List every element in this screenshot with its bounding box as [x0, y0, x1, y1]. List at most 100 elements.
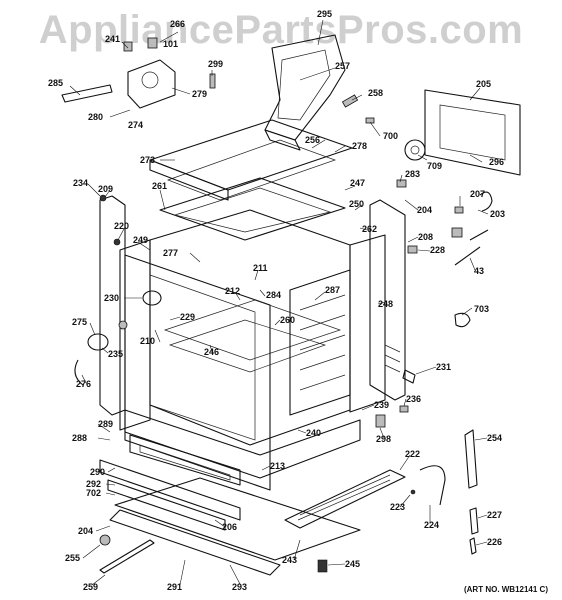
label-283: 283: [405, 169, 420, 179]
bracket-254: [464, 429, 478, 489]
label-211: 211: [253, 263, 268, 273]
label-239: 239: [374, 400, 389, 410]
art-number: (ART NO. WB12141 C): [463, 585, 548, 594]
oven-rack-inner: [168, 319, 327, 373]
label-235: 235: [108, 349, 123, 359]
label-296: 296: [489, 157, 504, 167]
label-703: 703: [474, 304, 489, 314]
label-228: 228: [430, 245, 445, 255]
oven-cabinet: [99, 119, 386, 576]
label-204-bottom: 204: [78, 526, 93, 536]
knob-709: [404, 139, 426, 161]
label-700: 700: [383, 131, 398, 141]
label-226: 226: [487, 537, 502, 547]
label-299: 299: [208, 59, 223, 69]
part-labels: 295 266 241 101 257 299 285 279 258 205 …: [48, 9, 505, 592]
broiler-frame: [124, 409, 361, 479]
oven-cavity: [149, 209, 351, 446]
leader-lines: [69, 19, 489, 586]
label-284: 284: [266, 290, 281, 300]
label-258: 258: [368, 88, 383, 98]
label-224: 224: [424, 520, 439, 530]
label-279: 279: [192, 89, 207, 99]
label-203: 203: [490, 209, 505, 219]
label-266: 266: [170, 19, 185, 29]
label-248: 248: [378, 299, 393, 309]
valve-assembly-279: [127, 59, 176, 109]
label-236: 236: [406, 394, 421, 404]
label-702: 702: [86, 488, 101, 498]
top-panel-inner: [166, 139, 337, 201]
label-43: 43: [474, 266, 484, 276]
back-guard-panel: [424, 89, 521, 176]
label-274: 274: [128, 120, 143, 130]
igniter-parts: [341, 94, 493, 328]
insulation-panel: [289, 269, 351, 416]
light-socket-230: [142, 290, 162, 306]
label-260: 260: [280, 315, 295, 325]
label-291: 291: [167, 582, 182, 592]
spring-227: [469, 507, 479, 535]
bracket-285: [61, 84, 113, 103]
label-254: 254: [487, 433, 502, 443]
label-101: 101: [163, 39, 178, 49]
label-709: 709: [427, 161, 442, 171]
front-frame-opening: [149, 274, 256, 441]
label-240: 240: [306, 428, 321, 438]
label-277: 277: [163, 248, 178, 258]
burner-box-top: [159, 177, 346, 241]
label-208: 208: [418, 232, 433, 242]
label-288: 288: [72, 433, 87, 443]
label-250: 250: [349, 199, 364, 209]
right-rail-248: [369, 199, 406, 401]
watermark: AppliancePartsPros.com: [38, 8, 524, 52]
bottom-hardware: [99, 405, 479, 574]
left-rail: [99, 194, 126, 416]
drawer-rail-lower: [107, 479, 226, 531]
top-left-valves: [61, 37, 216, 109]
label-275: 275: [72, 317, 87, 327]
drawer-rail: [99, 459, 241, 521]
label-231: 231: [436, 362, 451, 372]
label-241: 241: [105, 34, 120, 44]
front-frame-outer: [124, 254, 271, 491]
label-222: 222: [405, 449, 420, 459]
left-rail-234: [99, 195, 126, 416]
label-220: 220: [114, 221, 129, 231]
label-295: 295: [317, 9, 332, 19]
label-273: 273: [140, 155, 155, 165]
bracket-703: [454, 312, 471, 328]
label-290: 290: [90, 467, 105, 477]
label-210: 210: [140, 336, 155, 346]
burner-243: [284, 469, 406, 529]
kick-plate: [109, 509, 281, 576]
label-278: 278: [352, 141, 367, 151]
label-245: 245: [345, 559, 360, 569]
bracket-224: [419, 465, 446, 506]
label-212: 212: [225, 286, 240, 296]
right-side-panel: [349, 234, 386, 413]
label-262: 262: [362, 224, 377, 234]
label-247: 247: [350, 178, 365, 188]
label-205: 205: [476, 79, 491, 89]
vent-duct: [264, 34, 346, 151]
label-204-top: 204: [417, 205, 432, 215]
label-287: 287: [325, 285, 340, 295]
label-255: 255: [65, 553, 80, 563]
label-276: 276: [76, 379, 91, 389]
label-243: 243: [282, 555, 297, 565]
left-hardware: [74, 290, 162, 386]
label-234: 234: [73, 178, 88, 188]
label-292: 292: [86, 479, 101, 489]
label-289: 289: [98, 419, 113, 429]
label-227: 227: [487, 510, 502, 520]
label-280: 280: [88, 112, 103, 122]
label-285: 285: [48, 78, 63, 88]
label-249: 249: [133, 235, 148, 245]
label-261: 261: [152, 181, 167, 191]
label-206: 206: [222, 522, 237, 532]
label-223: 223: [390, 502, 405, 512]
light-lens-275: [87, 333, 109, 351]
label-293: 293: [232, 582, 247, 592]
